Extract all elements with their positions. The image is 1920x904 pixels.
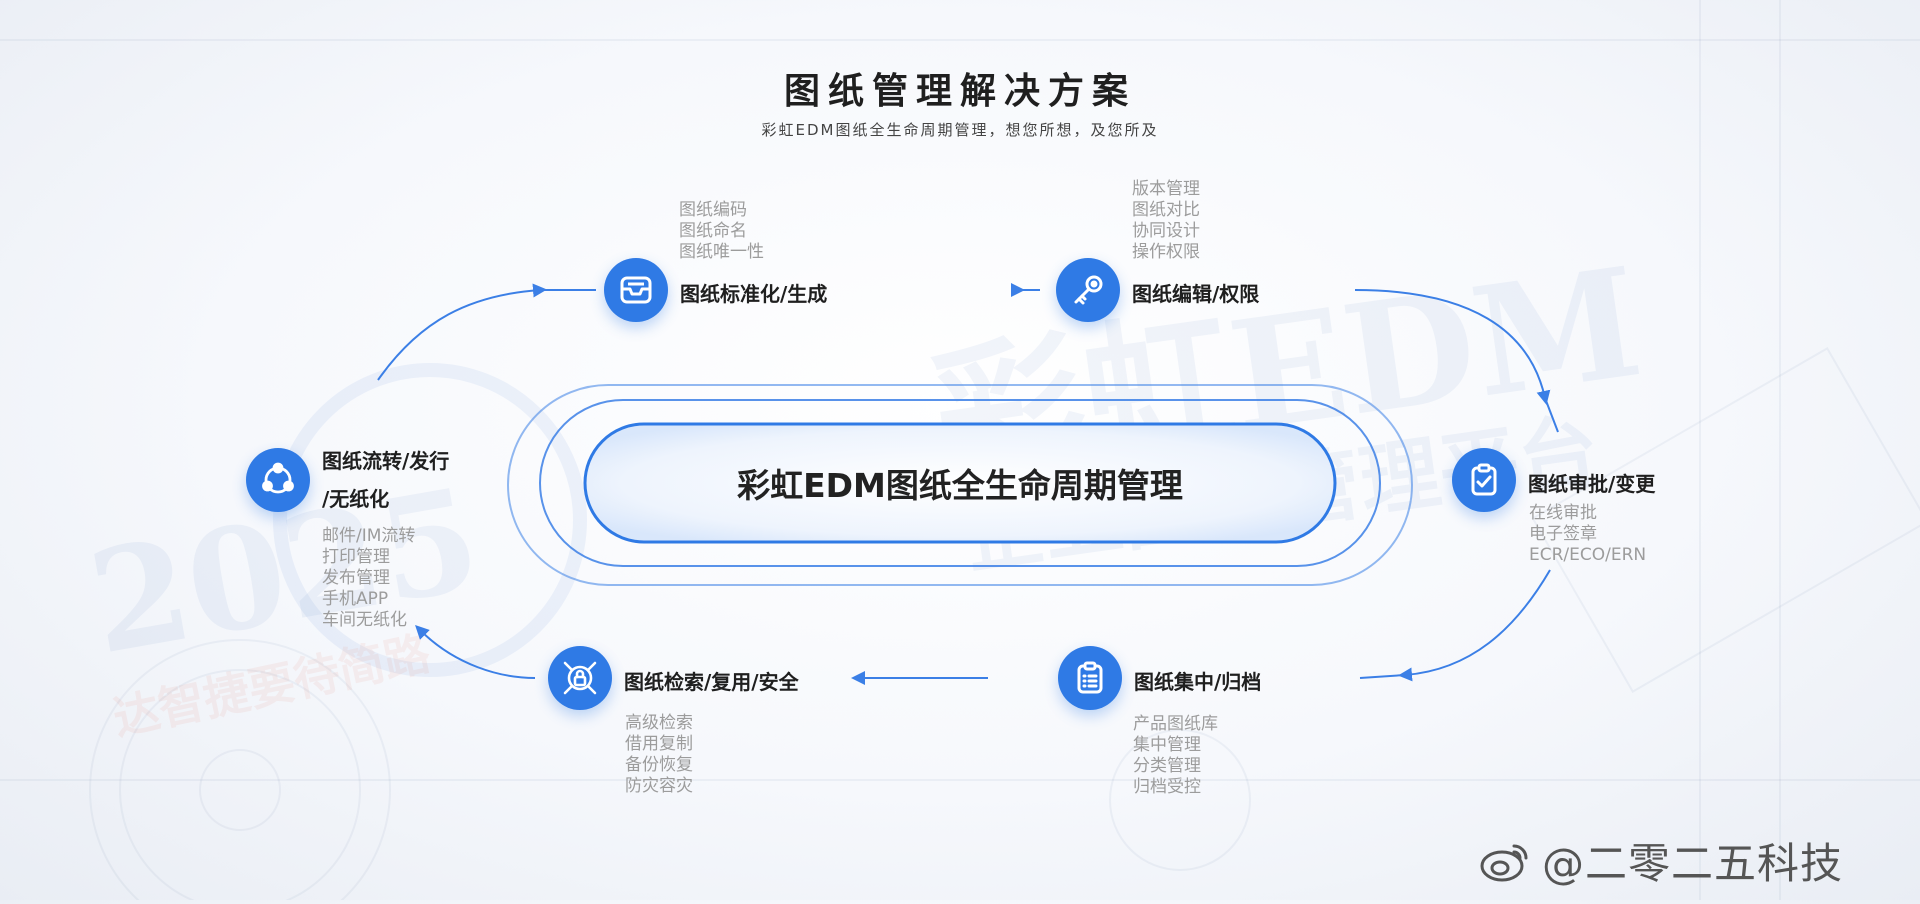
- list-item: 图纸命名: [679, 221, 747, 241]
- inbox-tray-icon: [604, 258, 668, 322]
- node-title: 图纸标准化/生成: [680, 282, 828, 306]
- clipboard-check-icon: [1452, 448, 1516, 512]
- list-item: 图纸唯一性: [679, 242, 764, 262]
- inner-pill: [583, 422, 1337, 544]
- list-item: ECR/ECO/ERN: [1529, 545, 1647, 565]
- node-title-line2: /无纸化: [322, 487, 390, 511]
- list-item: 手机APP: [322, 589, 389, 609]
- list-item: 版本管理: [1132, 179, 1200, 199]
- outer-ring: [507, 384, 1413, 586]
- connector-archive-lead: [1359, 674, 1406, 679]
- list-item: 分类管理: [1133, 756, 1201, 776]
- list-item: 操作权限: [1132, 242, 1200, 262]
- page-subtitle: 彩虹EDM图纸全生命周期管理，想您所想，及您所及: [761, 121, 1159, 139]
- key-icon: [1056, 258, 1120, 322]
- lock-shield-icon: [548, 646, 612, 710]
- middle-ring: [539, 399, 1381, 567]
- center-label: 彩虹EDM图纸全生命周期管理: [737, 466, 1183, 505]
- connector-search-to-circulate: [415, 625, 536, 679]
- connector-approve-tail: [1544, 397, 1559, 433]
- connector-edit-to-approve: [1354, 289, 1551, 405]
- node-subitems: 版本管理 图纸对比 协同设计 操作权限: [1132, 179, 1200, 263]
- list-item: 电子签章: [1529, 524, 1597, 544]
- list-item: 邮件/IM流转: [322, 526, 416, 546]
- list-item: 备份恢复: [625, 755, 693, 775]
- connector-circulate-to-standardize: [377, 283, 547, 381]
- list-item: 打印管理: [322, 547, 390, 567]
- share-network-icon: [246, 448, 310, 512]
- list-item: 在线审批: [1529, 503, 1597, 523]
- node-title-line1: 图纸流转/发行: [322, 449, 450, 473]
- list-item: 归档受控: [1133, 777, 1201, 797]
- list-item: 借用复制: [625, 734, 693, 754]
- connector-approve-to-archive: [1398, 569, 1551, 682]
- node-title: 图纸检索/复用/安全: [624, 670, 799, 694]
- list-item: 图纸对比: [1132, 200, 1200, 220]
- node-title: 图纸流转/发行 /无纸化: [322, 442, 449, 518]
- node-title: 图纸编辑/权限: [1132, 282, 1260, 306]
- node-subitems: 高级检索 借用复制 备份恢复 防灾容灾: [625, 713, 693, 797]
- clipboard-list-icon: [1058, 646, 1122, 710]
- attribution: @二零二五科技: [1478, 830, 1843, 891]
- node-title: 图纸集中/归档: [1134, 670, 1262, 694]
- list-item: 发布管理: [322, 568, 390, 588]
- node-subitems: 在线审批 电子签章 ECR/ECO/ERN: [1529, 503, 1646, 566]
- node-subitems: 产品图纸库 集中管理 分类管理 归档受控: [1133, 714, 1218, 798]
- list-item: 集中管理: [1133, 735, 1201, 755]
- list-item: 防灾容灾: [625, 776, 693, 796]
- page-title: 图纸管理解决方案: [783, 71, 1136, 112]
- node-title: 图纸审批/变更: [1528, 472, 1656, 496]
- list-item: 高级检索: [625, 713, 693, 733]
- weibo-icon: [1480, 844, 1528, 881]
- list-item: 产品图纸库: [1133, 714, 1218, 734]
- node-subitems: 邮件/IM流转 打印管理 发布管理 手机APP 车间无纸化: [322, 526, 415, 631]
- node-subitems: 图纸编码 图纸命名 图纸唯一性: [679, 200, 764, 263]
- list-item: 车间无纸化: [322, 610, 407, 630]
- list-item: 图纸编码: [679, 200, 747, 220]
- attribution-text: @二零二五科技: [1542, 839, 1844, 888]
- list-item: 协同设计: [1132, 221, 1200, 241]
